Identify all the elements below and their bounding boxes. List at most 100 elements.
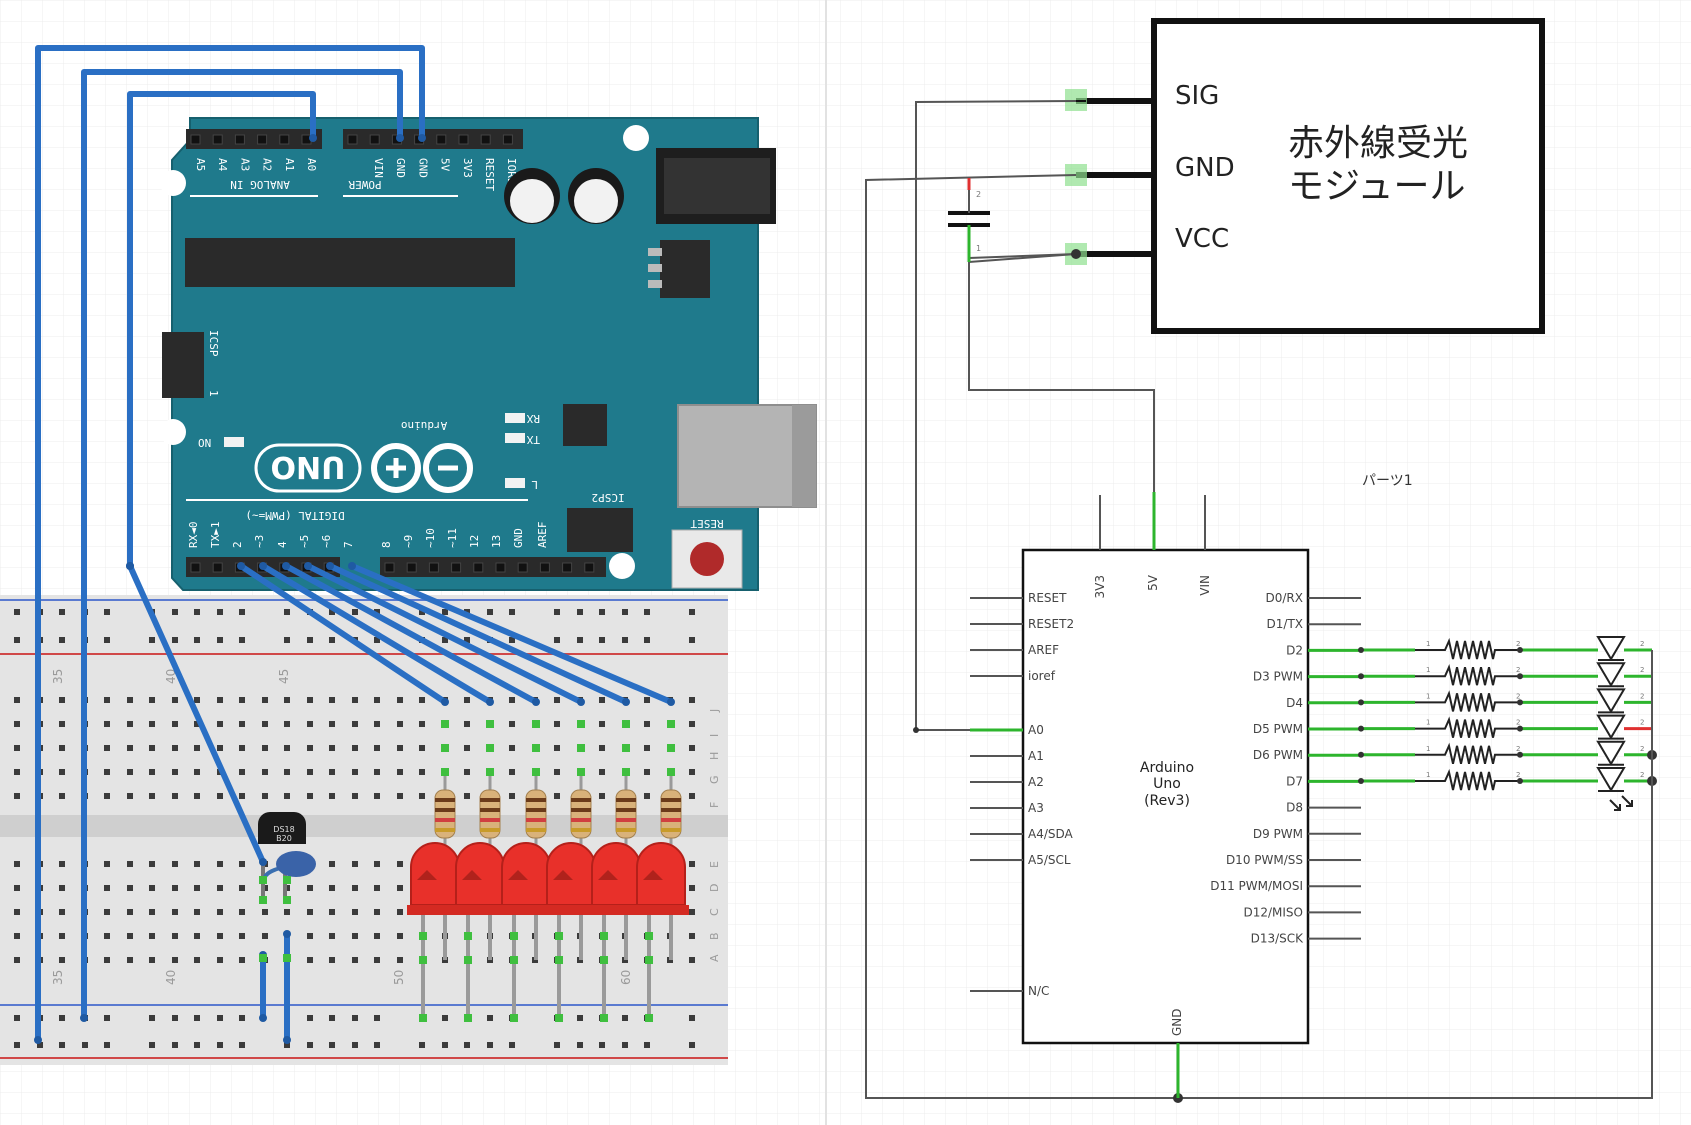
- led-symbol[interactable]: [1596, 740, 1626, 766]
- jumper-wire[interactable]: [260, 563, 493, 705]
- led-symbol[interactable]: [1596, 714, 1626, 740]
- mount-hole: [160, 419, 186, 445]
- jumper-wire[interactable]: [238, 563, 448, 705]
- resistor-band: [480, 828, 500, 832]
- breadboard-hole: [352, 909, 358, 915]
- led-body[interactable]: [410, 842, 460, 906]
- rail-hole: [374, 1015, 380, 1021]
- breadboard-hole: [352, 933, 358, 939]
- junction-dot: [1358, 647, 1364, 653]
- jumper-wire[interactable]: [283, 563, 539, 705]
- jumper-wire[interactable]: [127, 91, 316, 569]
- module-name-line1: 赤外線受光: [1288, 123, 1468, 164]
- capacitor-symbol[interactable]: 2 1: [948, 190, 990, 262]
- led-body[interactable]: [546, 842, 596, 906]
- led-symbol[interactable]: [1596, 767, 1626, 792]
- led-symbol[interactable]: [1596, 688, 1626, 714]
- resistor-symbol[interactable]: [1415, 742, 1520, 765]
- resistor-pin-label: 1: [1426, 666, 1430, 674]
- cap-pin-label: 2: [976, 190, 981, 199]
- connected-hole: [555, 1014, 563, 1022]
- row-label: A: [708, 954, 721, 962]
- resistor-symbol[interactable]: [1415, 637, 1520, 660]
- breadboard-hole: [172, 769, 178, 775]
- wire-end: [283, 930, 291, 938]
- wire-end: [622, 698, 630, 706]
- jumper-wire[interactable]: [35, 45, 425, 1043]
- breadboard-hole: [59, 885, 65, 891]
- col-label: 35: [51, 669, 65, 684]
- resistor-symbol[interactable]: [1415, 690, 1520, 712]
- jumper-wire[interactable]: [305, 563, 584, 705]
- connected-hole: [510, 932, 518, 940]
- jumper-wire[interactable]: [127, 563, 266, 865]
- connected-hole: [419, 932, 427, 940]
- arduino-uno-schematic[interactable]: Arduino Uno (Rev3) 3V3 5V VIN GND RESETR…: [970, 492, 1361, 1098]
- breadboard-hole: [307, 793, 313, 799]
- breadboard-hole: [464, 721, 470, 727]
- breadboard-hole: [419, 793, 425, 799]
- icsp-label: ICSP: [207, 330, 220, 357]
- pin-label: D13/SCK: [1251, 932, 1305, 946]
- rail-hole: [374, 1042, 380, 1048]
- breadboard-hole: [307, 885, 313, 891]
- rail-hole: [374, 637, 380, 643]
- rail-hole: [374, 609, 380, 615]
- breadboard-hole: [374, 721, 380, 727]
- resistor-band: [480, 808, 500, 812]
- led-body[interactable]: [591, 842, 641, 906]
- rail-hole: [14, 1042, 20, 1048]
- pin-label: A4/SDA: [1028, 827, 1074, 841]
- breadboard-hole: [217, 885, 223, 891]
- led-body[interactable]: [455, 842, 505, 906]
- resistor-symbol[interactable]: [1415, 664, 1520, 686]
- breadboard-hole: [509, 697, 515, 703]
- resistor-pin-label: 1: [1426, 640, 1430, 648]
- module-pin-gnd: GND: [1175, 153, 1235, 183]
- jumper-wire[interactable]: [81, 69, 403, 1021]
- led-symbol[interactable]: [1596, 662, 1626, 688]
- resistor-band: [435, 828, 455, 832]
- rail-hole: [59, 637, 65, 643]
- breadboard-hole: [397, 769, 403, 775]
- analog-pin-label: A0: [305, 158, 318, 171]
- digital-pin-label: ~11: [446, 528, 459, 548]
- connected-hole: [667, 720, 675, 728]
- tx-label: TX: [526, 433, 540, 446]
- breadboard-hole: [284, 769, 290, 775]
- led-body[interactable]: [501, 842, 551, 906]
- jumper-wire[interactable]: [327, 563, 629, 705]
- header-pin: [436, 134, 447, 145]
- jumper-wires[interactable]: [34, 45, 675, 1044]
- rail-hole: [689, 637, 695, 643]
- breadboard-hole: [149, 909, 155, 915]
- arduino-name-line: Arduino: [1140, 760, 1194, 776]
- led-body[interactable]: [636, 842, 686, 906]
- led-symbol[interactable]: [1596, 636, 1626, 661]
- resistor-band: [480, 818, 500, 822]
- resistors-and-leds[interactable]: [407, 720, 689, 1022]
- ir-receiver-module[interactable]: SIG GND VCC 赤外線受光 モジュール: [1065, 18, 1545, 334]
- breadboard-hole: [689, 721, 695, 727]
- connected-hole: [464, 956, 472, 964]
- icsp-header[interactable]: [162, 332, 204, 398]
- icsp2-header[interactable]: [567, 508, 633, 552]
- rail-hole: [689, 1015, 695, 1021]
- jumper-wire[interactable]: [349, 563, 674, 705]
- pin-label: D8: [1286, 801, 1303, 815]
- reset-button-cap[interactable]: [690, 542, 724, 576]
- resistor-symbol[interactable]: [1415, 768, 1520, 791]
- breadboard-hole: [104, 957, 110, 963]
- atmega-chip: [185, 238, 515, 287]
- rail-hole: [622, 637, 628, 643]
- rail-hole: [599, 1042, 605, 1048]
- junction-dot: [913, 727, 919, 733]
- cap-pin-label: 1: [976, 244, 981, 253]
- power-header[interactable]: [343, 129, 523, 149]
- pin-label: RESET2: [1028, 617, 1074, 631]
- junction-dot: [1358, 778, 1364, 784]
- resistor-band: [526, 818, 546, 822]
- resistor-symbol[interactable]: [1415, 716, 1520, 738]
